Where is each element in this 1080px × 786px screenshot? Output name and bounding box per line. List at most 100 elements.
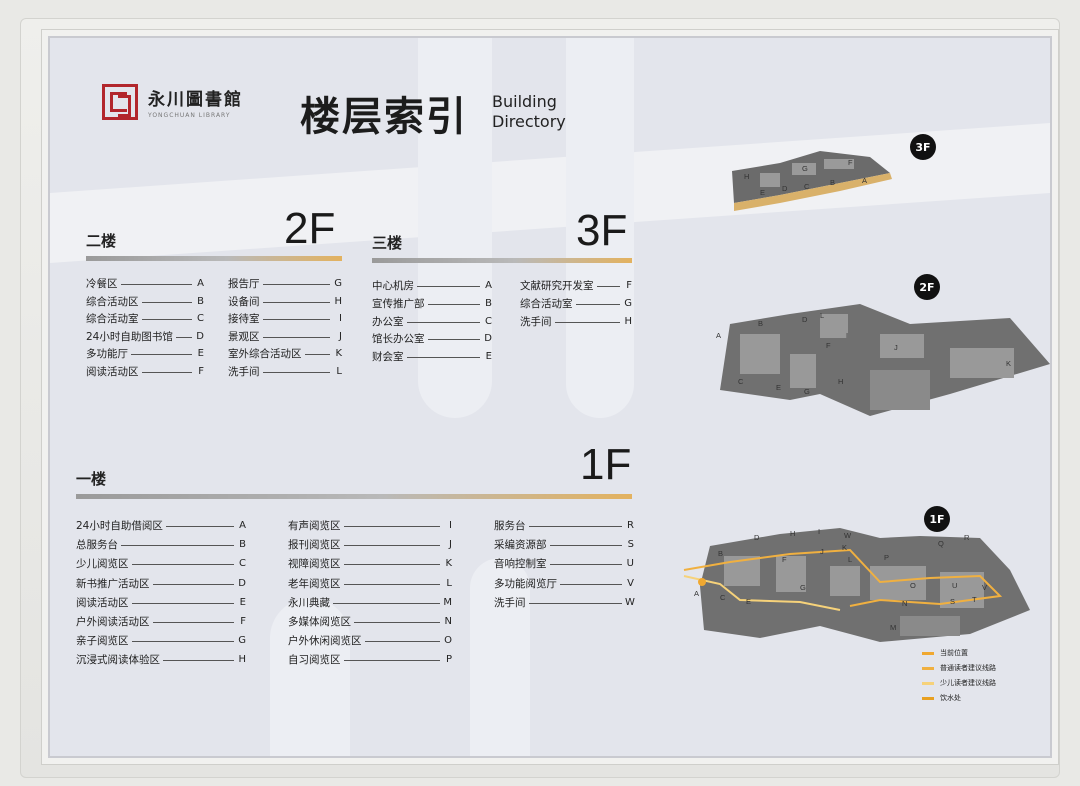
entry-key: D [238,577,246,589]
entry-key: F [626,280,632,291]
room-label: O [910,581,916,590]
leader-line [554,321,620,323]
leader-line [152,583,234,585]
room-label: U [952,581,957,590]
entry-key: M [443,596,452,608]
leader-line [262,319,330,321]
leader-line [528,526,622,527]
entry-key: R [627,520,634,531]
room-label: H [838,377,843,386]
leader-line [262,284,330,285]
entry-label: 沉浸式阅读体验区 [76,654,160,667]
entry-label: 多功能阅览厅 [494,577,557,590]
entry-label: 新书推广活动区 [76,577,150,590]
entry-label: 景观区 [228,330,260,343]
entry-key: G [334,278,342,289]
leader-line [175,336,192,338]
leader-line [406,321,480,323]
floor-plan-3f: H G F E D C B A [732,151,892,211]
entry-label: 馆长办公室 [372,333,425,346]
leader-line [528,602,622,604]
entry-key: E [485,351,492,363]
entry-label: 中心机房 [372,280,414,292]
floor-1-number: 1F [580,440,632,489]
leader-line [121,545,234,547]
directory-entry: 新书推广活动区 D [76,576,246,591]
room-label: B [758,319,763,328]
room-label: G [804,387,810,396]
page-title: 楼层索引 [300,94,468,140]
room-label: L [820,311,824,320]
decor-shape [566,38,634,418]
room-label: E [746,597,751,606]
entry-label: 财会室 [372,351,404,364]
floor-1-heading: 一楼 [76,470,107,488]
entry-label: 文献研究开发室 [520,280,594,292]
room-label: P [884,553,889,562]
entry-key: C [485,315,492,327]
leader-line [343,545,440,547]
entry-label: 老年阅览区 [288,577,341,590]
room-label: H [744,172,749,181]
room-label: I [846,331,848,340]
legend-label: 普通读者建议线路 [940,664,996,672]
room-label: D [802,315,808,324]
entry-label: 综合活动室 [520,297,573,310]
entry-key: F [198,366,204,377]
entry-key: I [339,313,342,325]
leader-line [152,622,234,623]
leader-line [343,583,440,585]
room-label: C [804,182,810,191]
legend-swatch [922,651,934,655]
entry-key: E [239,596,246,608]
page-title-en: Building Directory [492,92,566,131]
leader-line [131,641,234,643]
entry-label: 室外综合活动区 [228,348,302,361]
leader-line [364,641,440,643]
floor-3-heading: 三楼 [372,234,403,252]
legend-swatch [922,681,934,685]
entry-label: 综合活动区 [86,295,139,308]
seal-icon [102,84,138,120]
legend-swatch [922,666,934,670]
room-label: C [738,377,744,386]
entry-key: D [196,330,204,342]
entry-key: N [444,616,452,627]
leader-line [262,301,330,303]
leader-line [406,357,480,359]
room-label: K [842,543,847,552]
badge-2f: 2F [914,274,940,300]
entry-key: K [445,558,452,570]
badge-1f: 1F [924,506,950,532]
leader-line [163,660,234,662]
entry-label: 采编资源部 [494,539,547,552]
logo-name-en: YONGCHUAN LIBRARY [148,112,231,119]
entry-key: D [484,333,492,345]
entry-key: J [339,330,342,342]
entry-key: G [624,297,632,309]
entry-key: V [627,577,634,589]
room-label: J [820,547,824,556]
decor-shape [270,598,350,756]
room-label: G [800,583,806,592]
entry-label: 亲子阅览区 [76,635,129,648]
leader-line [575,303,620,305]
entry-key: U [626,558,634,570]
entry-key: W [625,596,635,608]
floor-2-heading: 二楼 [86,232,117,250]
entry-key: L [336,366,342,377]
directory-entry: 馆长办公室 D [372,331,492,346]
